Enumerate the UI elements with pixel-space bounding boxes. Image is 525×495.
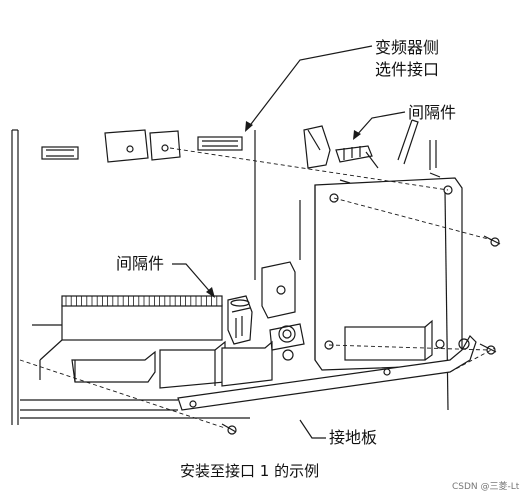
label-ground-plate: 接地板 bbox=[329, 428, 378, 447]
label-inverter-connector-line1: 变频器侧 bbox=[375, 38, 440, 57]
mounting-bracket bbox=[261, 261, 305, 361]
terminal-strip bbox=[32, 295, 223, 380]
label-spacer-top: 间隔件 bbox=[408, 103, 457, 122]
option-board bbox=[314, 172, 463, 371]
label-inverter-connector-line2: 选件接口 bbox=[375, 60, 440, 79]
watermark: CSDN @三菱-Lt bbox=[452, 482, 520, 492]
screws bbox=[221, 235, 501, 435]
top-small-parts bbox=[41, 129, 243, 163]
ground-plate-part bbox=[20, 335, 477, 419]
rear-frame bbox=[397, 119, 449, 411]
figure-caption: 安装至接口 1 的示例 bbox=[180, 462, 320, 480]
leader-arrowheads bbox=[206, 121, 361, 298]
inverter-body bbox=[11, 129, 301, 425]
leader-lines bbox=[172, 45, 406, 439]
label-spacer-left: 间隔件 bbox=[116, 254, 165, 273]
left-spacer-part bbox=[227, 295, 253, 345]
top-spacer-part bbox=[303, 125, 379, 169]
assembly-guides bbox=[19, 147, 496, 429]
connector-blocks bbox=[71, 340, 273, 389]
